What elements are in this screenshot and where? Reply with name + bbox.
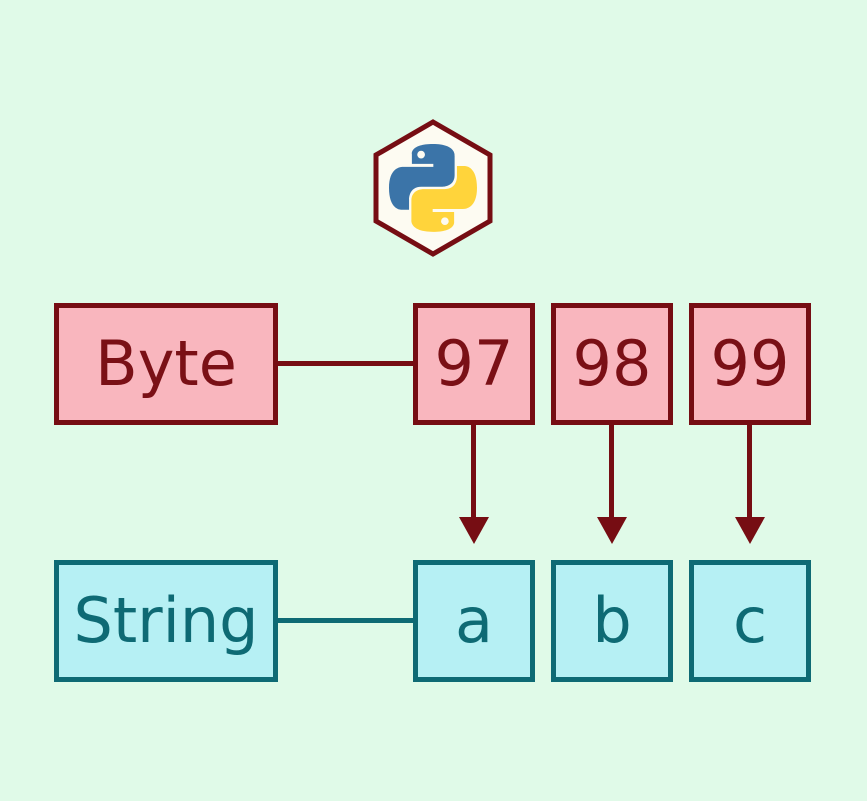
string-label: String bbox=[73, 584, 259, 657]
string-cell-2: b bbox=[551, 560, 673, 682]
python-snake-blue bbox=[389, 144, 455, 210]
byte-cell-2: 98 bbox=[551, 303, 673, 425]
string-cell-3: c bbox=[689, 560, 811, 682]
arrow-line-3 bbox=[747, 425, 752, 517]
python-logo-badge bbox=[372, 119, 494, 257]
arrow-head-2 bbox=[597, 517, 627, 544]
byte-label: Byte bbox=[95, 327, 237, 400]
arrow-head-1 bbox=[459, 517, 489, 544]
string-cell-1: a bbox=[413, 560, 535, 682]
string-value-3: c bbox=[732, 584, 768, 657]
python-snake-yellow bbox=[411, 166, 477, 232]
hexagon-shape bbox=[373, 119, 493, 257]
byte-value-1: 97 bbox=[434, 327, 514, 400]
byte-connector-line bbox=[278, 361, 413, 366]
arrow-line-1 bbox=[471, 425, 476, 517]
byte-cell-1: 97 bbox=[413, 303, 535, 425]
byte-cell-3: 99 bbox=[689, 303, 811, 425]
arrow-line-2 bbox=[609, 425, 614, 517]
byte-value-2: 98 bbox=[572, 327, 652, 400]
byte-value-3: 99 bbox=[710, 327, 790, 400]
string-label-box: String bbox=[54, 560, 278, 682]
string-connector-line bbox=[278, 618, 413, 623]
string-value-2: b bbox=[592, 584, 632, 657]
byte-label-box: Byte bbox=[54, 303, 278, 425]
python-logo-icon bbox=[373, 119, 493, 257]
arrow-head-3 bbox=[735, 517, 765, 544]
string-value-1: a bbox=[455, 584, 493, 657]
